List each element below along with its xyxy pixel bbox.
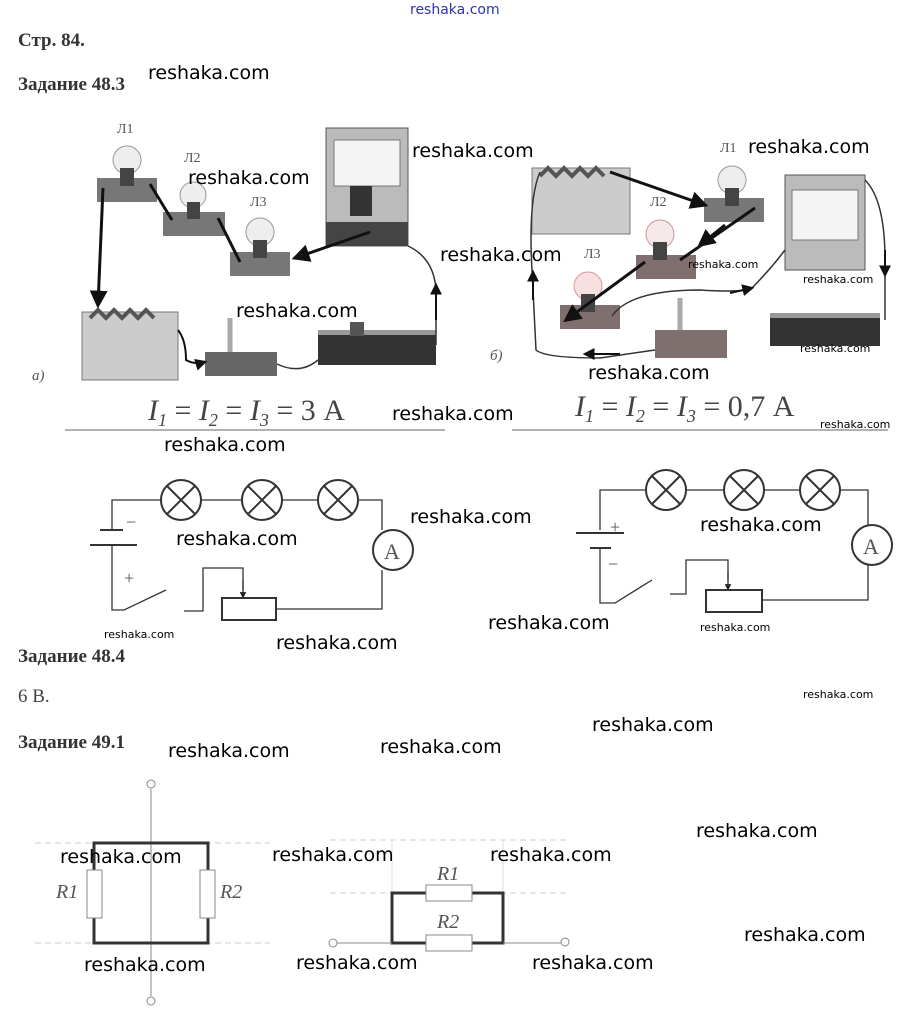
watermark: reshaka.com xyxy=(236,300,358,322)
watermark: reshaka.com xyxy=(588,362,710,384)
parallel-diagram-horizontal xyxy=(328,839,570,952)
watermark: reshaka.com xyxy=(104,628,175,641)
formula-b: I1 = I2 = I3 = 0,7 А xyxy=(574,390,795,426)
watermark: reshaka.com xyxy=(380,736,502,758)
switch xyxy=(205,318,277,376)
parallel-diagram-vertical xyxy=(35,779,270,1006)
rheostat xyxy=(770,313,880,346)
ammeter-label: A xyxy=(863,534,879,559)
label-l3: Л3 xyxy=(584,247,601,262)
watermark: reshaka.com xyxy=(532,952,654,974)
battery xyxy=(81,307,179,381)
watermark: reshaka.com xyxy=(688,258,759,271)
watermark: reshaka.com xyxy=(168,740,290,762)
ammeter xyxy=(784,174,866,271)
watermark: reshaka.com xyxy=(412,140,534,162)
lamp-l2 xyxy=(636,219,696,279)
label-l1: Л1 xyxy=(720,141,737,156)
lamp-symbol xyxy=(241,479,283,521)
label-r2: R2 xyxy=(436,911,459,933)
label-l3: Л3 xyxy=(250,195,267,210)
watermark: reshaka.com xyxy=(148,62,270,84)
lamp-l3 xyxy=(560,271,620,329)
minus-sign: − xyxy=(608,554,618,574)
resistor-r1 xyxy=(425,884,473,902)
watermark: reshaka.com xyxy=(803,273,874,286)
ammeter-label: A xyxy=(384,539,400,564)
label-l2: Л2 xyxy=(184,151,201,166)
task-48-3-title: Задание 48.3 xyxy=(18,74,125,95)
watermark: reshaka.com xyxy=(164,434,286,456)
label-l2: Л2 xyxy=(650,195,667,210)
label-b: б) xyxy=(490,348,503,364)
watermark: reshaka.com xyxy=(820,418,891,431)
watermark: reshaka.com xyxy=(800,342,871,355)
watermark: reshaka.com xyxy=(60,846,182,868)
watermark: reshaka.com xyxy=(748,136,870,158)
watermark: reshaka.com xyxy=(84,954,206,976)
battery xyxy=(531,165,631,235)
lamp-l1 xyxy=(704,165,764,222)
formula-a: I1 = I2 = I3 = 3 А xyxy=(147,394,345,430)
schematic-b xyxy=(576,469,893,613)
task-48-4-title: Задание 48.4 xyxy=(18,646,125,667)
watermark: reshaka.com xyxy=(490,844,612,866)
ammeter-symbol xyxy=(851,524,893,566)
rheostat-symbol xyxy=(221,597,277,621)
plus-sign: + xyxy=(124,568,134,588)
watermark: reshaka.com xyxy=(272,844,394,866)
resistor-r2 xyxy=(425,934,473,952)
plus-sign: + xyxy=(610,517,620,537)
watermark: reshaka.com xyxy=(803,688,874,701)
label-a: а) xyxy=(32,368,45,384)
photo-circuit-a: Л1 Л2 Л3 а) I1 = I2 = I3 = 3 А xyxy=(32,122,445,431)
lamp-symbol xyxy=(645,469,687,511)
lamp-symbol xyxy=(160,479,202,521)
label-r1: R1 xyxy=(436,863,459,885)
watermark: reshaka.com xyxy=(696,820,818,842)
label-r1: R1 xyxy=(55,881,78,903)
watermark: reshaka.com xyxy=(410,2,500,18)
task-48-4-answer: 6 В. xyxy=(18,686,50,707)
switch xyxy=(655,298,727,358)
watermark: reshaka.com xyxy=(700,621,771,634)
watermark: reshaka.com xyxy=(296,952,418,974)
rheostat xyxy=(318,322,436,365)
lamp-l1 xyxy=(97,145,157,202)
resistor-r1 xyxy=(86,869,103,919)
lamp-symbol xyxy=(317,479,359,521)
label-r2: R2 xyxy=(219,881,242,903)
page-number: Стр. 84. xyxy=(18,30,85,51)
lamp-l2 xyxy=(163,181,225,236)
watermark: reshaka.com xyxy=(744,924,866,946)
watermark: reshaka.com xyxy=(392,403,514,425)
watermark: reshaka.com xyxy=(700,514,822,536)
minus-sign: − xyxy=(126,512,136,532)
watermark: reshaka.com xyxy=(176,528,298,550)
watermark: reshaka.com xyxy=(276,632,398,654)
lamp-symbol xyxy=(799,469,841,511)
watermark: reshaka.com xyxy=(488,612,610,634)
rheostat-symbol xyxy=(705,589,763,613)
photo-circuit-b: Л1 Л2 Л3 б) I1 = I2 = I3 = 0,7 А xyxy=(490,141,891,431)
watermark: reshaka.com xyxy=(410,506,532,528)
ammeter-symbol xyxy=(372,529,414,571)
label-l1: Л1 xyxy=(117,122,134,137)
lamp-l3 xyxy=(230,217,290,276)
task-49-1-title: Задание 49.1 xyxy=(18,732,125,753)
watermark: reshaka.com xyxy=(592,714,714,736)
resistor-r2 xyxy=(199,869,216,919)
ammeter xyxy=(325,127,409,247)
watermark: reshaka.com xyxy=(440,244,562,266)
schematic-a xyxy=(90,479,414,621)
lamp-symbol xyxy=(723,469,765,511)
watermark: reshaka.com xyxy=(188,167,310,189)
